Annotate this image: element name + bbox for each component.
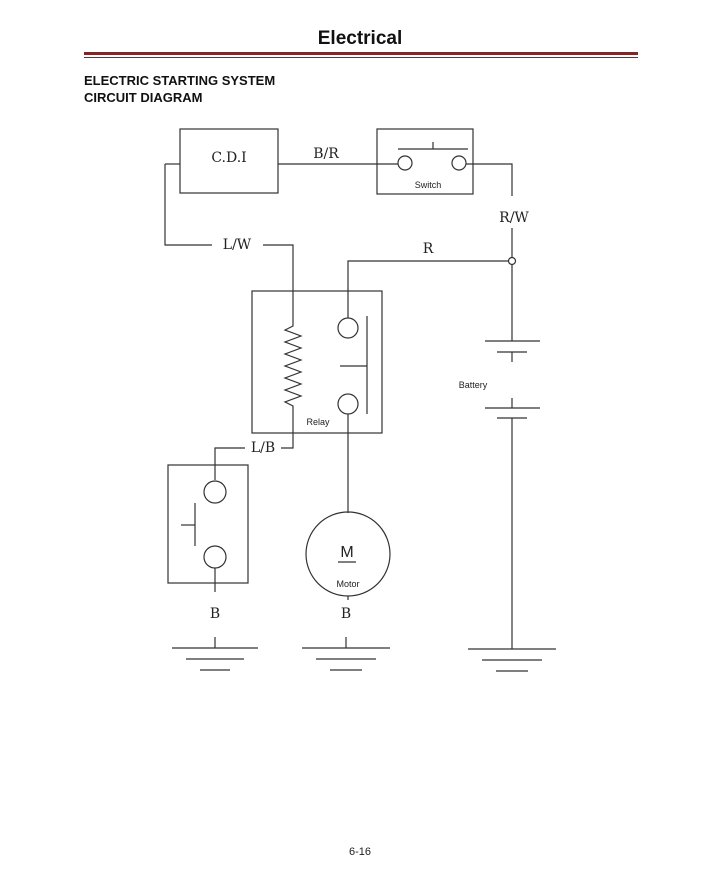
cdi-label: C.D.I	[211, 150, 246, 166]
junction-node	[507, 256, 517, 266]
page-number: 6-16	[348, 846, 372, 858]
switch-box	[376, 128, 474, 195]
ground-label-motor: B	[341, 606, 351, 622]
wire-lb-right	[281, 443, 294, 449]
header-rule	[84, 52, 638, 55]
wire-label-rw: R/W	[499, 210, 529, 226]
wire-lb-left	[214, 447, 245, 480]
section-title: ELECTRIC STARTING SYSTEM CIRCUIT DIAGRAM	[84, 72, 275, 106]
relay-label: Relay	[306, 417, 330, 427]
relay-contact-top	[337, 317, 359, 339]
wire-label-br: B/R	[313, 146, 339, 162]
wire-lw-right	[263, 244, 294, 318]
wire-r	[347, 260, 509, 318]
wire-lw	[164, 164, 212, 246]
motor-symbol: M	[340, 544, 353, 561]
relay-contact-bottom	[337, 393, 359, 415]
page-header-title: Electrical	[317, 28, 403, 49]
start-switch-contact-bottom	[203, 545, 227, 569]
relay-coil	[283, 318, 303, 443]
wire-label-r: R	[423, 241, 434, 257]
ground-label-left: B	[210, 606, 220, 622]
start-switch-contact-top	[203, 480, 227, 504]
switch-contact-right	[451, 155, 467, 171]
start-switch-box	[167, 464, 249, 584]
switch-contact-left	[397, 155, 413, 171]
wire-label-lw: L/W	[223, 237, 252, 253]
motor-label: Motor	[336, 579, 359, 589]
wire-label-lb: L/B	[251, 440, 275, 456]
header-rule-thin	[84, 57, 638, 58]
section-title-line1: ELECTRIC STARTING SYSTEM	[84, 73, 276, 88]
wire-rw-top	[466, 163, 513, 196]
battery-label: Battery	[459, 380, 488, 390]
cdi-box	[179, 128, 279, 194]
switch-label: Switch	[415, 180, 442, 190]
relay-box	[251, 290, 383, 434]
section-title-line2: CIRCUIT DIAGRAM	[84, 90, 203, 105]
